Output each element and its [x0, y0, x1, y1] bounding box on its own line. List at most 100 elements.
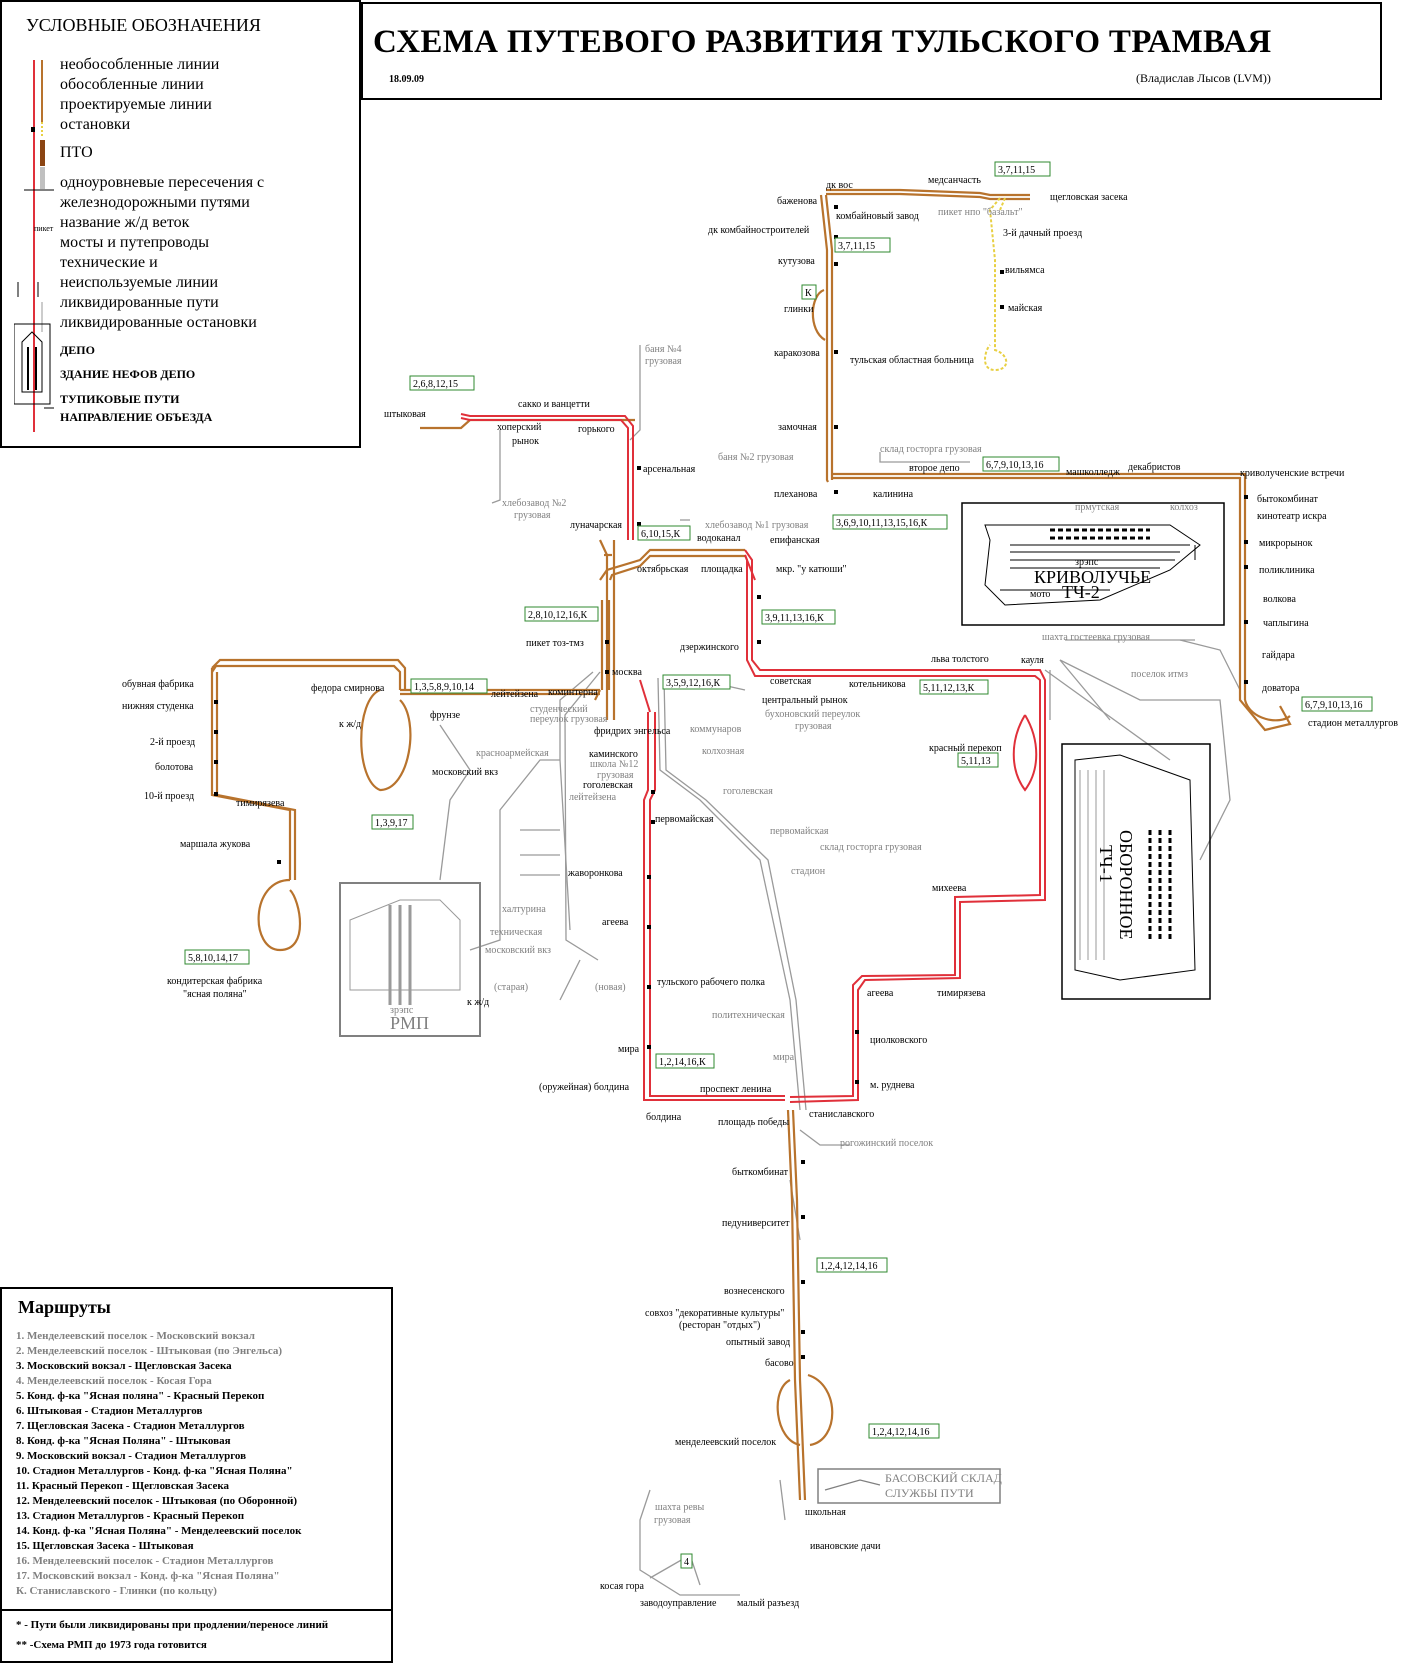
stop-label: пикет нпо "базальт"	[938, 207, 1023, 218]
basovsky-label-2: СЛУЖБЫ ПУТИ	[885, 1486, 974, 1500]
legend-item: ликвидированные остановки	[60, 314, 257, 331]
stop-label: склад госторга грузовая	[820, 842, 922, 853]
route-label: 5,8,10,14,17	[188, 953, 238, 964]
route-label: 6,7,9,10,13,16	[1305, 700, 1363, 711]
stop-label: стадион металлургов	[1308, 718, 1398, 729]
stop-label: замочная	[778, 422, 817, 433]
route-label: 4	[684, 1557, 689, 1568]
route-item: 1. Менделеевский поселок - Московский во…	[16, 1330, 255, 1342]
route-labels: 3,7,11,15 3,7,11,15 К 2,6,8,12,15 6,10,1…	[188, 165, 1363, 1568]
stop-label: фридрих энгельса	[594, 726, 671, 737]
stop-label: декабристов	[1128, 462, 1181, 473]
stop-label: халтурина	[502, 904, 546, 915]
stop-label: октябрьская	[637, 564, 689, 575]
map-title: СХЕМА ПУТЕВОГО РАЗВИТИЯ ТУЛЬСКОГО ТРАМВА…	[373, 24, 1272, 60]
route-item: 16. Менделеевский поселок - Стадион Мета…	[16, 1555, 274, 1567]
stop-label: колхоз	[1170, 502, 1198, 513]
routes-list: 1. Менделеевский поселок - Московский во…	[16, 1329, 301, 1599]
stop-label: тульская областная больница	[850, 355, 975, 366]
stop-label: мира	[773, 1052, 795, 1063]
route-item: 17. Московский вокзал - Конд. ф-ка "Ясна…	[16, 1570, 280, 1582]
stop-label: к ж/д	[339, 719, 361, 730]
stop-label: москва	[612, 667, 642, 678]
stop-label: гоголевская	[583, 780, 633, 791]
depot-tch2	[961, 502, 1225, 626]
route-label: 5,11,13	[961, 756, 991, 767]
stop-label: грузовая	[514, 510, 551, 521]
stop-label: лейтейзена	[491, 689, 539, 700]
legend-item: остановки	[60, 116, 131, 133]
stop-label: менделеевский поселок	[675, 1437, 776, 1448]
route-item: 12. Менделеевский поселок - Штыковая (по…	[16, 1495, 298, 1507]
stop-label: поликлиника	[1259, 565, 1315, 576]
routes-panel: Маршруты 1. Менделеевский поселок - Моск…	[0, 1287, 393, 1663]
legend-depot-building: ЗДАНИЕ НЕФОВ ДЕПО	[60, 367, 196, 381]
stop-label: калинина	[873, 489, 914, 500]
legend-item: ПТО	[60, 144, 93, 161]
stop-label: заводоуправление	[640, 1598, 717, 1609]
stop-ticks	[214, 205, 1248, 1359]
stop-label: медсанчасть	[928, 175, 981, 186]
route-label: 6,10,15,К	[641, 529, 681, 540]
route-label: 3,5,9,12,16,К	[666, 678, 721, 689]
legend: УСЛОВНЫЕ ОБОЗНАЧЕНИЯ необособленные лини…	[0, 0, 361, 448]
stop-label: маршала жукова	[180, 839, 251, 850]
stop-label: агеева	[867, 988, 894, 999]
stop-label: стадион	[791, 866, 826, 877]
stop-label: коминтерна	[548, 687, 598, 698]
stop-label: гайдара	[1262, 650, 1295, 661]
stop-label: хлебозавод №1 грузовая	[705, 520, 809, 531]
route-item: 4. Менделеевский поселок - Косая Гора	[16, 1375, 212, 1387]
stop-label: комбайновый завод	[836, 211, 919, 222]
stop-label: 10-й проезд	[144, 791, 194, 802]
stop-label: станиславского	[809, 1109, 874, 1120]
legend-item: ликвидированные пути	[60, 294, 219, 311]
stop-label: кинотеатр искра	[1257, 511, 1327, 522]
stop-label: льва толстого	[931, 654, 989, 665]
stop-label: рогожинский поселок	[840, 1138, 933, 1149]
route-item: 2. Менделеевский поселок - Штыковая (по …	[16, 1345, 283, 1357]
route-label: 1,3,9,17	[375, 818, 408, 829]
stop-label: шахта гостеевка грузовая	[1042, 632, 1150, 643]
projected-line	[984, 197, 1008, 372]
note-rmp: ** -Схема РМП до 1973 года готовится	[16, 1639, 207, 1651]
stop-label: хлебозавод №2	[502, 498, 566, 509]
depot-tch1	[1061, 743, 1211, 1000]
stop-label: к ж/д	[467, 997, 489, 1008]
route-label-boxes	[184, 161, 1373, 1569]
route-item: 14. Конд. ф-ка "Ясная Поляна" - Менделее…	[16, 1525, 302, 1537]
stop-label: (оружейная) болдина	[539, 1082, 630, 1093]
stop-label: дк комбайностроителей	[708, 225, 810, 236]
stop-label: студенческий	[530, 704, 588, 715]
stop-label: быткомбинат	[732, 1167, 789, 1178]
stop-label: гоголевская	[723, 786, 773, 797]
route-label: 3,9,11,13,16,К	[765, 613, 824, 624]
stop-label: тульского рабочего полка	[657, 977, 765, 988]
stop-label: глинки	[784, 304, 814, 315]
map-date: 18.09.09	[389, 74, 424, 85]
route-label: 6,7,9,10,13,16	[986, 460, 1044, 471]
stop-label: грузовая	[645, 356, 682, 367]
stop-label: бытокомбинат	[1257, 494, 1319, 505]
legend-item: мосты и путепроводы	[60, 234, 210, 251]
depot-tch2-name: КРИВОЛУЧЬЕ	[1034, 567, 1151, 587]
stop-label: 3-й дачный проезд	[1003, 228, 1082, 239]
legend-item: неиспользуемые линии	[60, 274, 219, 291]
route-item: 5. Конд. ф-ка "Ясная поляна" - Красный П…	[16, 1390, 265, 1402]
legend-item: железнодорожными путями	[60, 194, 250, 211]
route-label: 1,3,5,8,9,10,14	[414, 682, 474, 693]
stop-label: дзержинского	[680, 642, 739, 653]
stop-label: мкр. "у катюши"	[776, 564, 847, 575]
route-item: 9. Московский вокзал - Стадион Металлург…	[16, 1450, 247, 1462]
stop-label: хоперский	[497, 422, 542, 433]
legend-item: технические и	[60, 254, 158, 271]
route-label: 5,11,12,13,К	[923, 683, 975, 694]
stop-label: малый разъезд	[737, 1598, 799, 1609]
stop-label: коммунаров	[690, 724, 742, 735]
stop-label: горького	[578, 424, 615, 435]
stop-label: первомайская	[655, 814, 714, 825]
route-label: 1,2,4,12,14,16	[872, 1427, 930, 1438]
basovsky-label-1: БАСОВСКИЙ СКЛАД	[885, 1471, 1002, 1485]
legend-swatches	[14, 60, 54, 432]
stop-label: советская	[770, 676, 812, 687]
